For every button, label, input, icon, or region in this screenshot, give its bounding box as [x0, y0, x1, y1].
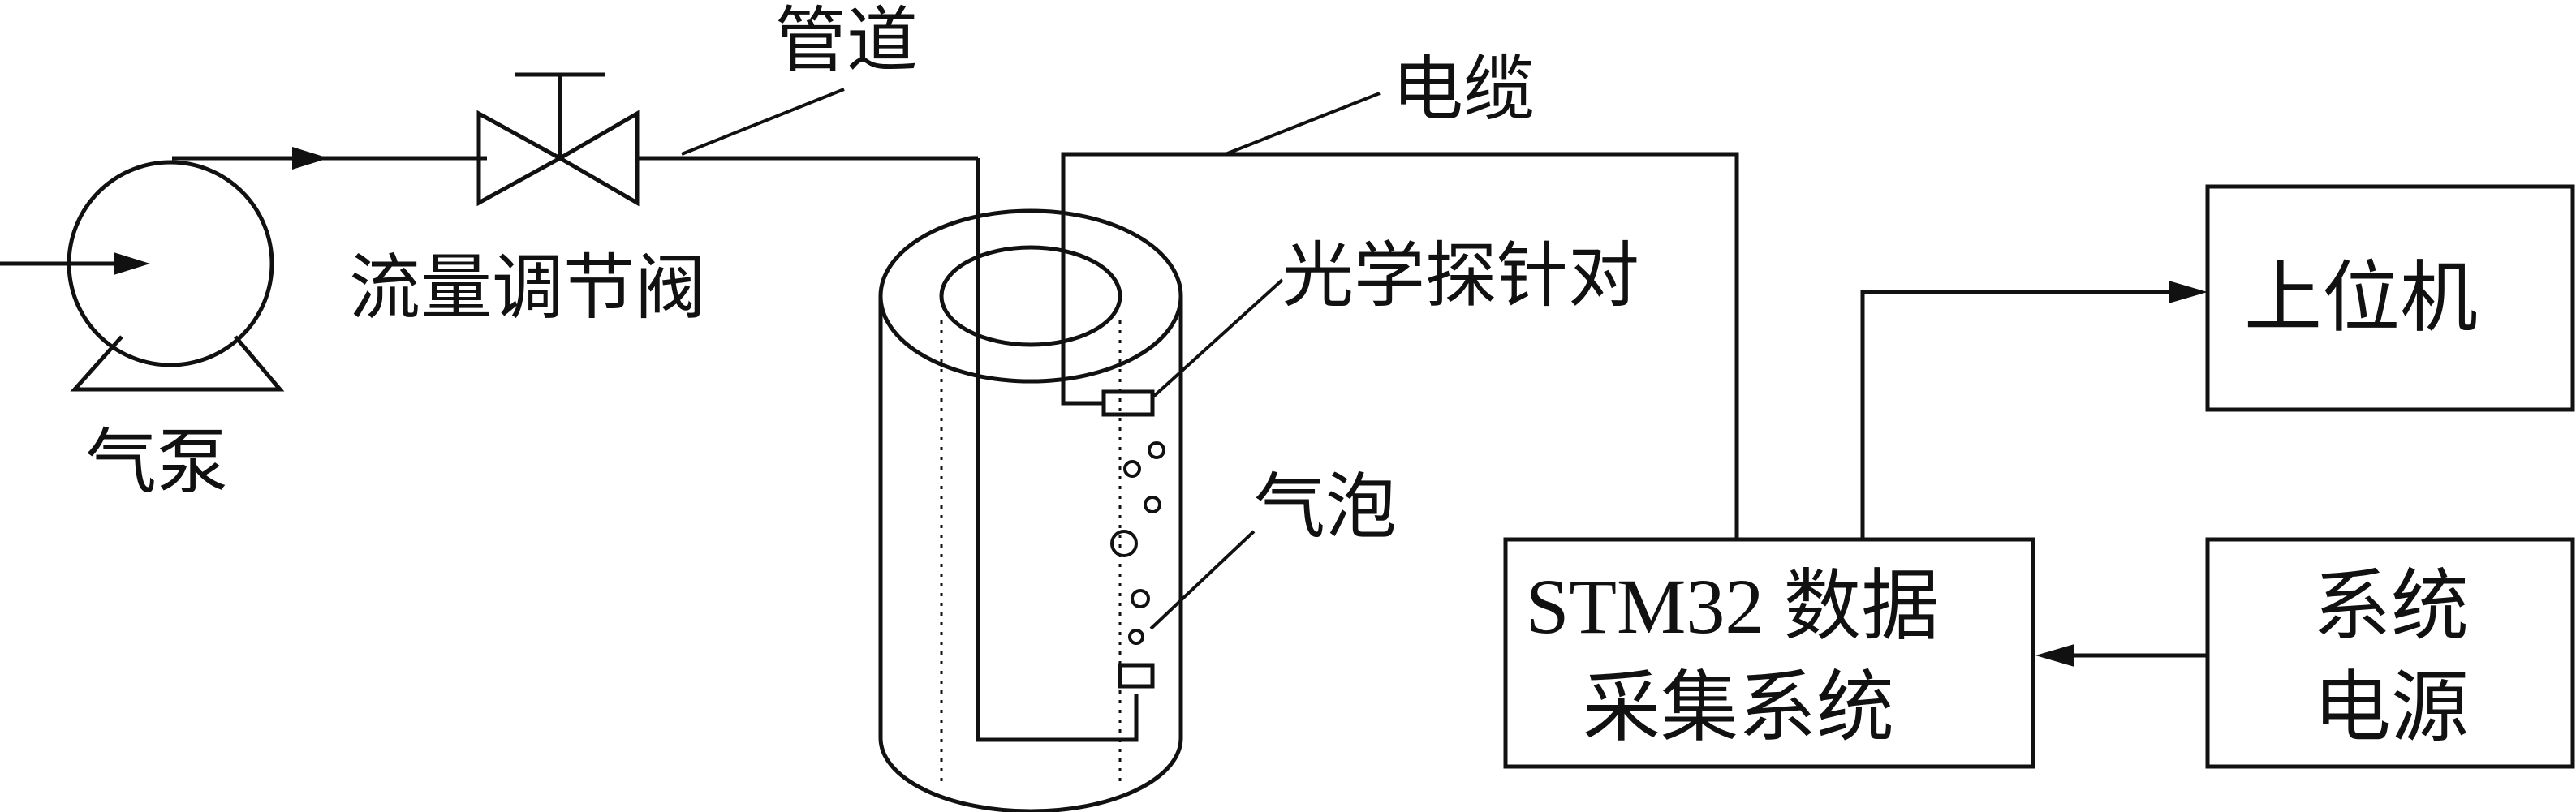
column-top-inner	[939, 245, 1122, 347]
flow-valve	[476, 72, 640, 207]
stm32-label-line1: STM32 数据	[1526, 563, 1939, 650]
pump-base	[70, 335, 285, 392]
optical-probe-label: 光学探针对	[1282, 234, 1639, 317]
cable-leader-line	[1225, 92, 1381, 156]
pump-inlet-arrow	[114, 252, 150, 275]
pipe-into-cylinder	[976, 158, 1139, 742]
power-to-stm32-arrow	[2035, 644, 2074, 667]
air-pump-label: 气泵	[85, 420, 228, 504]
pipe-leader-line	[681, 88, 845, 156]
stm32-label-line2: 采集系统	[1583, 662, 1894, 753]
probe-leader-line	[1151, 278, 1284, 399]
valve-left-triangle	[476, 110, 565, 207]
power-label-line1: 系统	[2313, 561, 2469, 651]
bubble	[1148, 441, 1165, 459]
bubble	[1123, 460, 1141, 478]
air-pump	[0, 160, 285, 392]
cable-line	[1061, 152, 1739, 539]
stm32-acquisition-box	[1503, 537, 2035, 769]
probe-lower	[1118, 663, 1155, 689]
bubble-label: 气泡	[1254, 465, 1397, 548]
bubble	[1144, 496, 1161, 513]
bubble-leader-line	[1149, 530, 1256, 630]
bubble	[1128, 629, 1144, 645]
host-computer-label: 上位机	[2244, 252, 2478, 343]
power-label-line2: 电源	[2313, 662, 2469, 753]
pipe-label: 管道	[775, 0, 918, 82]
column-bottom	[878, 737, 1183, 812]
pipe-flow-arrow	[292, 147, 329, 170]
probe-upper	[1101, 389, 1155, 417]
stm32-box-frame	[1503, 537, 2035, 769]
column-top-outer	[878, 208, 1183, 384]
cable-label: 电缆	[1392, 47, 1535, 131]
power-box	[2205, 537, 2575, 769]
valve-right-triangle	[556, 110, 640, 207]
bubbles	[1110, 441, 1256, 645]
host-box-frame	[2205, 184, 2575, 412]
flow-valve-label: 流量调节阀	[349, 246, 706, 329]
data-to-host-line	[1860, 290, 2175, 539]
host-computer-box	[2205, 184, 2575, 412]
pipe	[172, 147, 1139, 742]
cable	[1061, 152, 1739, 539]
power-box-frame	[2205, 537, 2575, 769]
data-to-host-arrow	[2169, 281, 2208, 303]
bubble	[1131, 589, 1150, 608]
bubble	[1110, 530, 1138, 557]
